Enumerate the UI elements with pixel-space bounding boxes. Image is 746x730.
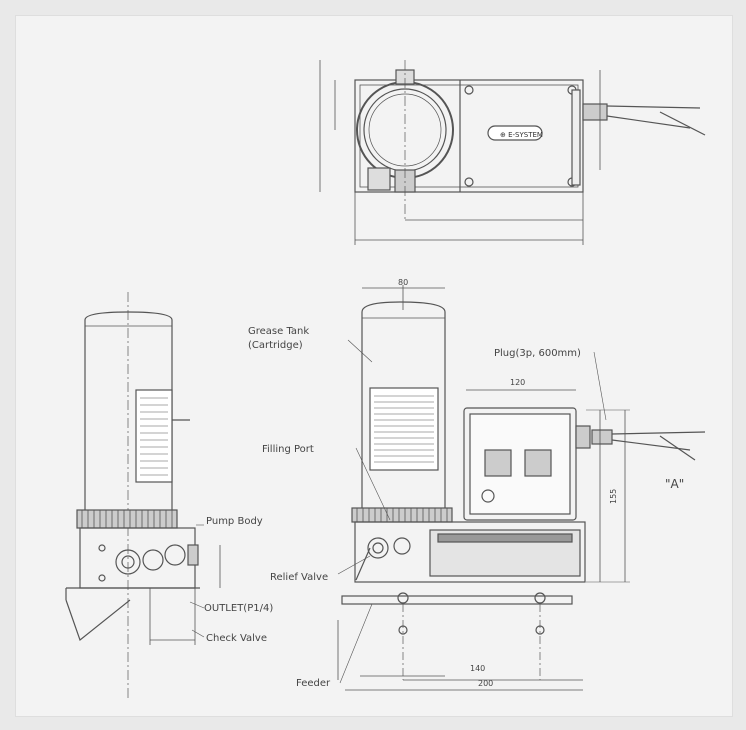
side-view bbox=[65, 292, 221, 700]
dim-120: 120 bbox=[510, 378, 525, 387]
relief-valve-label: Relief Valve bbox=[270, 572, 328, 583]
pump-body-label: Pump Body bbox=[206, 516, 263, 527]
grease-tank-label: Grease Tank bbox=[248, 326, 309, 337]
cartridge-label: (Cartridge) bbox=[248, 340, 303, 351]
plug-label: Plug(3p, 600mm) bbox=[494, 348, 581, 359]
dim-200: 200 bbox=[478, 679, 493, 688]
view-a-label: "A" bbox=[665, 477, 684, 491]
filling-port-label: Filling Port bbox=[262, 444, 314, 455]
check-valve-label: Check Valve bbox=[206, 633, 267, 644]
drawing-sheet bbox=[15, 15, 733, 717]
outlet-label: OUTLET(P1/4) bbox=[204, 603, 273, 614]
feeder-label: Feeder bbox=[296, 678, 331, 689]
dim-80: 80 bbox=[398, 278, 408, 287]
dim-155: 155 bbox=[609, 489, 618, 504]
top-view bbox=[319, 60, 706, 245]
front-view bbox=[337, 285, 706, 691]
brand-plate: ⊕ E-SYSTEM bbox=[500, 131, 543, 139]
dim-140: 140 bbox=[470, 664, 485, 673]
